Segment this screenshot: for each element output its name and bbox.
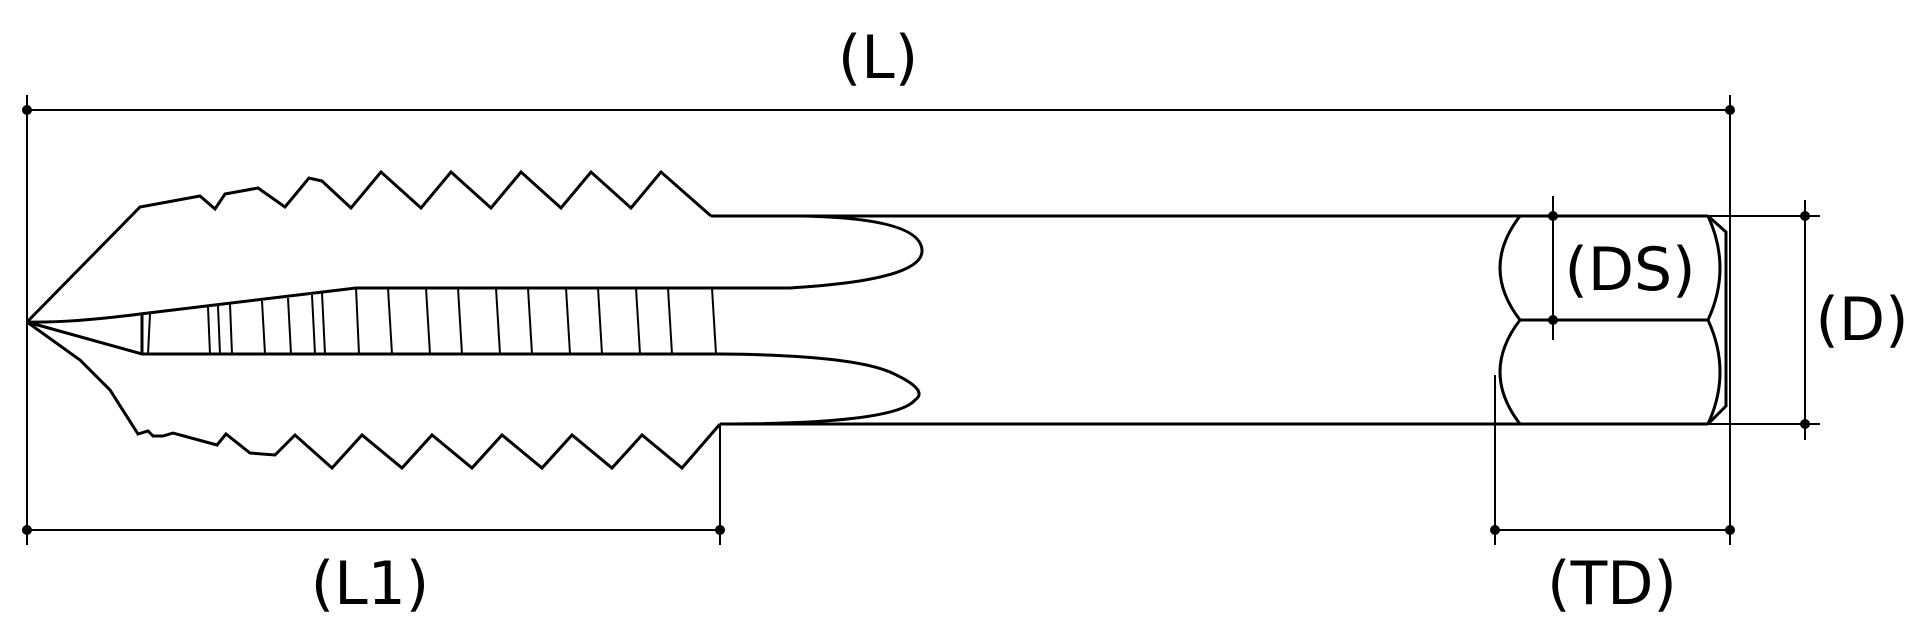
- square-right-arc-top: [1706, 215, 1722, 321]
- label-td: (TD): [1547, 549, 1677, 619]
- dim-ds-top-dot: [1548, 211, 1558, 221]
- bottom-thread-profile: [26, 320, 722, 471]
- label-l: (L): [838, 23, 918, 93]
- dim-d-bottom-dot: [1800, 419, 1810, 429]
- shank-end-face: [1706, 214, 1728, 426]
- dimension-lines: [22, 95, 1820, 545]
- square-left-arc-bottom: [1498, 319, 1522, 425]
- dimension-labels: (L) (L1) (TD) (DS) (D): [311, 23, 1909, 619]
- lower-flute: [26, 320, 921, 426]
- dim-td-right-dot: [1725, 525, 1735, 535]
- label-ds: (DS): [1564, 235, 1695, 305]
- square-left-arc-top: [1498, 215, 1522, 321]
- dim-l-right-dot: [1725, 105, 1735, 115]
- top-thread-profile: [25, 169, 712, 324]
- land-lines: [147, 287, 717, 355]
- dim-l1-right-dot: [715, 525, 725, 535]
- label-d: (D): [1815, 285, 1908, 355]
- upper-flute: [26, 214, 924, 324]
- tap-body: [25, 169, 1728, 471]
- dim-l1-left-dot: [22, 525, 32, 535]
- label-l1: (L1): [311, 549, 429, 619]
- dim-ds-bottom-dot: [1548, 315, 1558, 325]
- dim-l-left-dot: [22, 105, 32, 115]
- dim-d-top-dot: [1800, 211, 1810, 221]
- square-right-arc-bottom: [1706, 319, 1722, 425]
- dim-td-left-dot: [1490, 525, 1500, 535]
